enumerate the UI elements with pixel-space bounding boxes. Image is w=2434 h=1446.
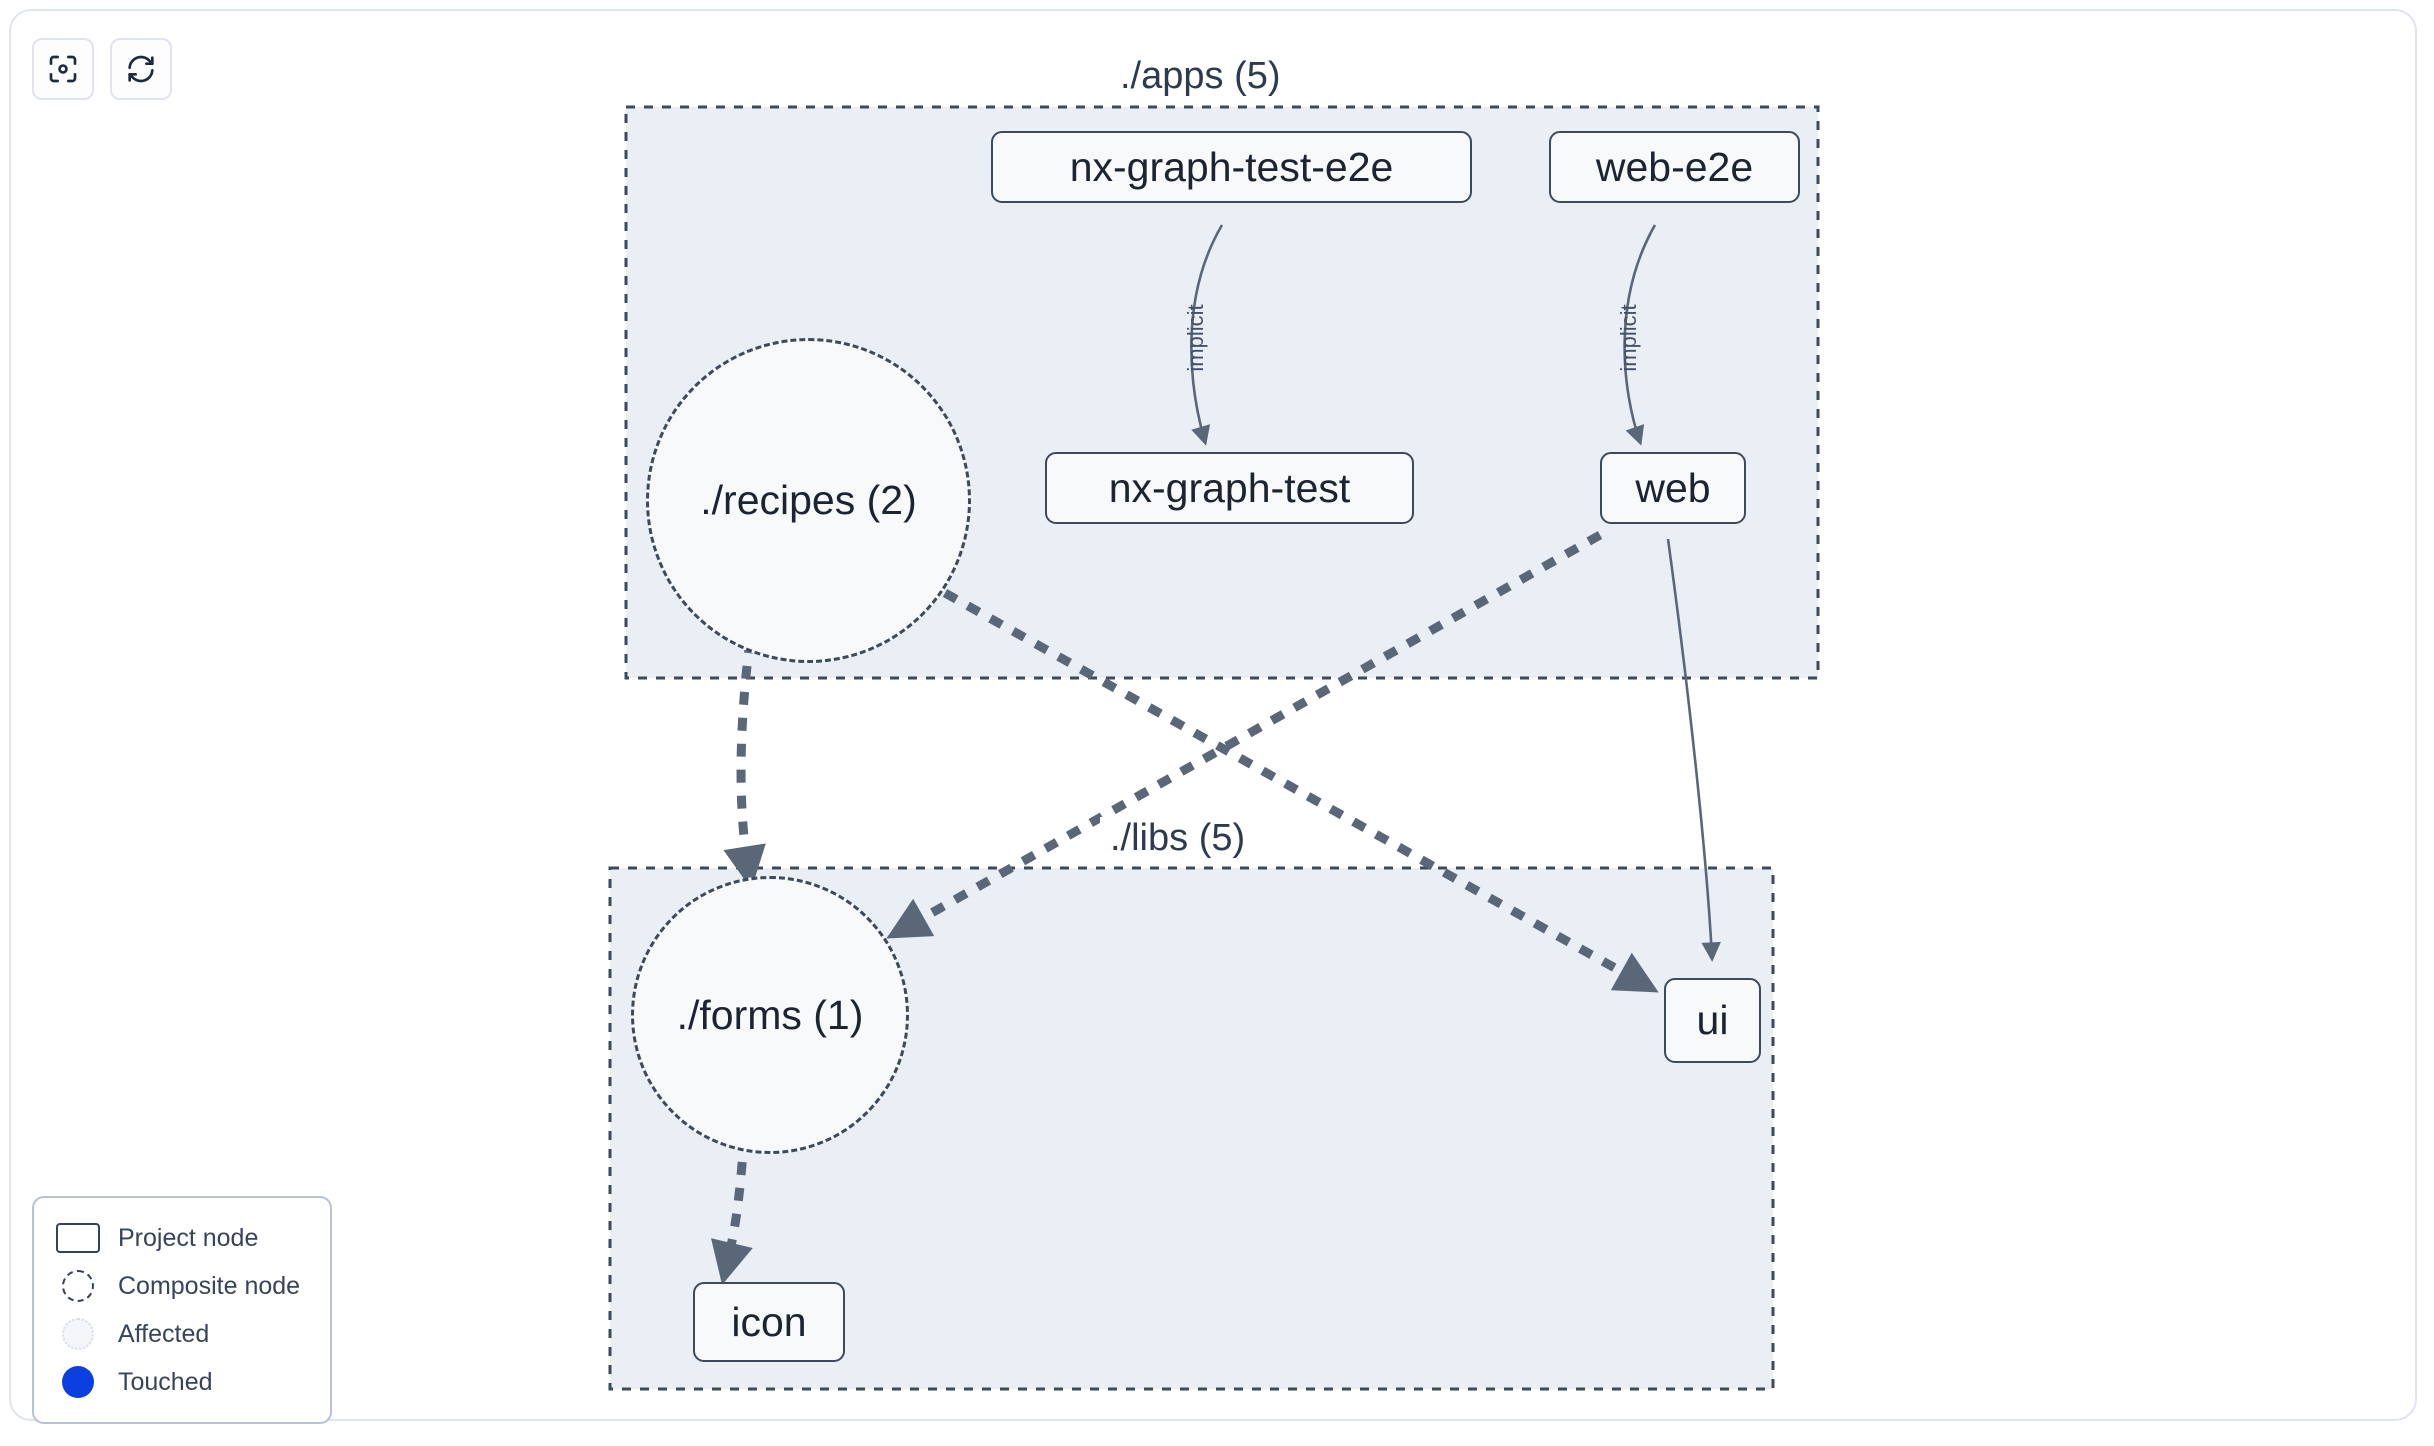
affected-swatch	[56, 1317, 100, 1351]
project-node-nx-graph-test-e2e[interactable]: nx-graph-test-e2e	[991, 131, 1472, 203]
composite-node-recipes[interactable]: ./recipes (2)	[646, 338, 971, 663]
legend-label: Project node	[118, 1223, 259, 1252]
composite-node-label: ./forms (1)	[676, 991, 864, 1038]
project-node-swatch	[56, 1221, 100, 1255]
project-node-label: nx-graph-test-e2e	[1069, 143, 1394, 190]
project-node-ui[interactable]: ui	[1664, 978, 1761, 1063]
project-node-label: web-e2e	[1595, 143, 1754, 190]
project-node-web-e2e[interactable]: web-e2e	[1549, 131, 1800, 203]
legend-label: Touched	[118, 1367, 213, 1396]
project-node-web[interactable]: web	[1600, 452, 1746, 524]
graph-toolbar	[32, 38, 172, 100]
legend-label: Composite node	[118, 1271, 301, 1300]
project-node-nx-graph-test[interactable]: nx-graph-test	[1045, 452, 1414, 524]
legend-item-composite-node: Composite node	[48, 1262, 316, 1310]
focus-graph-button[interactable]	[32, 38, 94, 100]
graph-legend: Project node Composite node Affected Tou…	[32, 1196, 332, 1424]
composite-node-forms[interactable]: ./forms (1)	[631, 876, 909, 1154]
legend-item-affected: Affected	[48, 1310, 316, 1358]
project-node-label: icon	[731, 1298, 807, 1345]
legend-item-project-node: Project node	[48, 1214, 316, 1262]
legend-item-touched: Touched	[48, 1358, 316, 1406]
project-node-label: web	[1635, 464, 1711, 511]
focus-target-icon	[47, 53, 79, 85]
group-label-libs[interactable]: ./libs (5)	[1100, 817, 1256, 860]
project-node-icon[interactable]: icon	[693, 1282, 845, 1362]
refresh-icon	[125, 53, 157, 85]
composite-node-swatch	[56, 1269, 100, 1303]
project-node-label: ui	[1696, 997, 1729, 1043]
touched-swatch	[56, 1365, 100, 1399]
composite-node-label: ./recipes (2)	[700, 477, 917, 523]
project-node-label: nx-graph-test	[1108, 464, 1351, 511]
graph-canvas-frame[interactable]	[9, 9, 2417, 1421]
refresh-graph-button[interactable]	[110, 38, 172, 100]
group-label-apps[interactable]: ./apps (5)	[1110, 55, 1291, 98]
legend-label: Affected	[118, 1319, 210, 1348]
